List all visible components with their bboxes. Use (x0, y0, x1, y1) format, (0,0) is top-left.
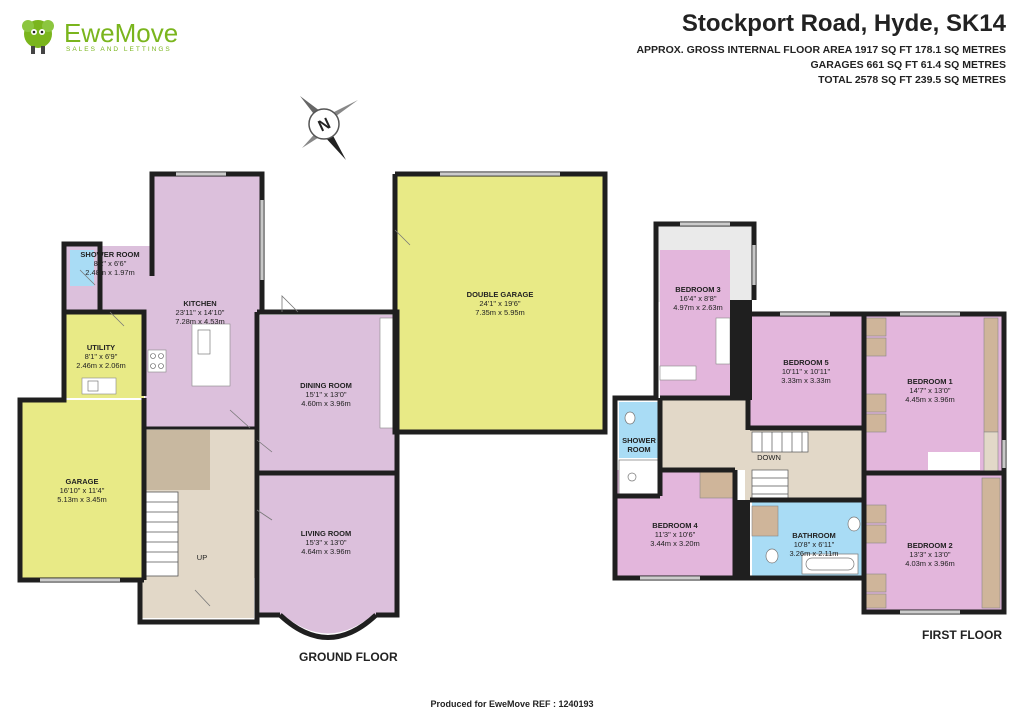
kitchen-dims: 23'11" x 14'10" (176, 308, 225, 317)
bedroom4-name: BEDROOM 4 (652, 521, 698, 530)
shower-room-ff-area (617, 400, 660, 495)
shower-room-ff-name-line1: SHOWER (622, 436, 656, 445)
bedroom2-dims: 13'3" x 13'0" (909, 550, 950, 559)
ground-floor-label: GROUND FLOOR (299, 650, 398, 664)
stairs-down-label: DOWN (757, 453, 781, 462)
bedroom4-dims: 11'3" x 10'6" (655, 530, 696, 539)
bedroom5-metric: 3.33m x 3.33m (781, 376, 831, 385)
logo-tagline: SALES AND LETTINGS (66, 46, 172, 53)
bedroom3-area (660, 250, 730, 400)
shower-room-gf-dims: 8'2" x 6'6" (94, 259, 127, 268)
page-title: Stockport Road, Hyde, SK14 (681, 10, 1006, 37)
ground-floor-walls (17, 171, 608, 640)
living-name: LIVING ROOM (301, 529, 351, 538)
area-line-total-internal: APPROX. GROSS INTERNAL FLOOR AREA 1917 S… (636, 44, 1006, 56)
bedroom1-area (866, 316, 1002, 472)
shower-room-gf-area (66, 246, 152, 310)
double-garage-dims: 24'1" x 19'6" (479, 299, 520, 308)
stairs-ground (145, 491, 179, 577)
sheep-mascot-icon (22, 20, 54, 54)
living-room-area (260, 475, 395, 615)
kitchen-area (100, 176, 260, 428)
utility-area (66, 312, 144, 398)
compass-icon: N (300, 96, 358, 160)
bedroom4-area (617, 470, 733, 576)
shower-room-ff-name-line2: ROOM (627, 445, 650, 454)
dining-name: DINING ROOM (300, 381, 352, 390)
double-garage-name: DOUBLE GARAGE (467, 290, 534, 299)
bedroom1-name: BEDROOM 1 (907, 377, 952, 386)
living-metric: 4.64m x 3.96m (301, 547, 351, 556)
bathroom-metric: 3.26m x 2.11m (789, 549, 838, 558)
utility-metric: 2.46m x 2.06m (76, 361, 126, 370)
bathroom-name: BATHROOM (792, 531, 836, 540)
bedroom2-name: BEDROOM 2 (907, 541, 952, 550)
landing-area (660, 400, 748, 470)
dining-dims: 15'1" x 13'0" (305, 390, 346, 399)
first-floor-label: FIRST FLOOR (922, 628, 1002, 642)
bedroom2-metric: 4.03m x 3.96m (905, 559, 955, 568)
shower-room-gf-name: SHOWER ROOM (80, 250, 139, 259)
bedroom3-metric: 4.97m x 2.63m (673, 303, 723, 312)
garage-name: GARAGE (66, 477, 99, 486)
bathroom-dims: 10'8" x 6'11" (794, 540, 835, 549)
kitchen-metric: 7.28m x 4.53m (175, 317, 225, 326)
bedroom5-name: BEDROOM 5 (783, 358, 828, 367)
garage-dims: 16'10" x 11'4" (60, 486, 105, 495)
dining-room-area (260, 315, 395, 473)
footer-reference: Produced for EweMove REF : 1240193 (430, 699, 594, 709)
garage-area (22, 400, 144, 578)
bedroom2-area (866, 475, 1002, 611)
garage-metric: 5.13m x 3.45m (57, 495, 107, 504)
utility-name: UTILITY (87, 343, 115, 352)
living-dims: 15'3" x 13'0" (305, 538, 346, 547)
bathroom-area (752, 502, 862, 576)
dining-metric: 4.60m x 3.96m (301, 399, 351, 408)
room-labels: KITCHEN 23'11" x 14'10" 7.28m x 4.53m SH… (57, 250, 955, 568)
logo-wordmark: EweMove (64, 18, 179, 48)
bedroom1-dims: 14'7" x 13'0" (909, 386, 950, 395)
bedroom1-metric: 4.45m x 3.96m (905, 395, 955, 404)
bedroom5-dims: 10'11" x 10'11" (782, 367, 831, 376)
bedroom3-name: BEDROOM 3 (675, 285, 720, 294)
stairs-first (751, 431, 809, 503)
area-line-total: TOTAL 2578 SQ FT 239.5 SQ METRES (818, 74, 1006, 86)
bedroom4-metric: 3.44m x 3.20m (650, 539, 700, 548)
area-line-garages: GARAGES 661 SQ FT 61.4 SQ METRES (810, 59, 1006, 71)
bedroom5-area (750, 316, 864, 426)
utility-dims: 8'1" x 6'9" (85, 352, 118, 361)
bedroom3-dims: 16'4" x 8'8" (680, 294, 717, 303)
kitchen-name: KITCHEN (183, 299, 216, 308)
stairs-up-label: UP (197, 553, 207, 562)
first-floor-walls (612, 221, 1007, 615)
hallway-area (145, 428, 257, 578)
shower-room-gf-metric: 2.48m x 1.97m (85, 268, 135, 277)
double-garage-area (397, 176, 603, 430)
double-garage-metric: 7.35m x 5.95m (475, 308, 525, 317)
